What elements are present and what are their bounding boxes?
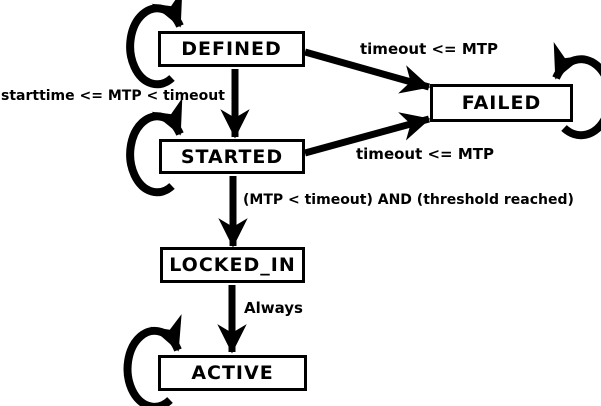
self-loop-failed: [552, 41, 601, 140]
label-started-to-locked-in: (MTP < timeout) AND (threshold reached): [243, 192, 574, 208]
state-locked-in: LOCKED_IN: [160, 247, 305, 283]
label-defined-to-started: starttime <= MTP < timeout: [1, 88, 225, 104]
state-started: STARTED: [159, 139, 305, 174]
state-defined: DEFINED: [158, 31, 305, 67]
label-locked-in-to-active: Always: [244, 299, 303, 317]
self-loop-defined: [126, 0, 184, 89]
self-loop-active: [123, 314, 182, 406]
arrow-started-to-failed: [304, 112, 431, 157]
label-started-to-failed: timeout <= MTP: [356, 145, 495, 163]
state-active: ACTIVE: [158, 355, 307, 391]
arrow-defined-to-failed: [304, 48, 431, 94]
state-failed: FAILED: [430, 84, 573, 122]
label-defined-to-failed: timeout <= MTP: [360, 40, 499, 58]
self-loop-started: [126, 97, 184, 197]
